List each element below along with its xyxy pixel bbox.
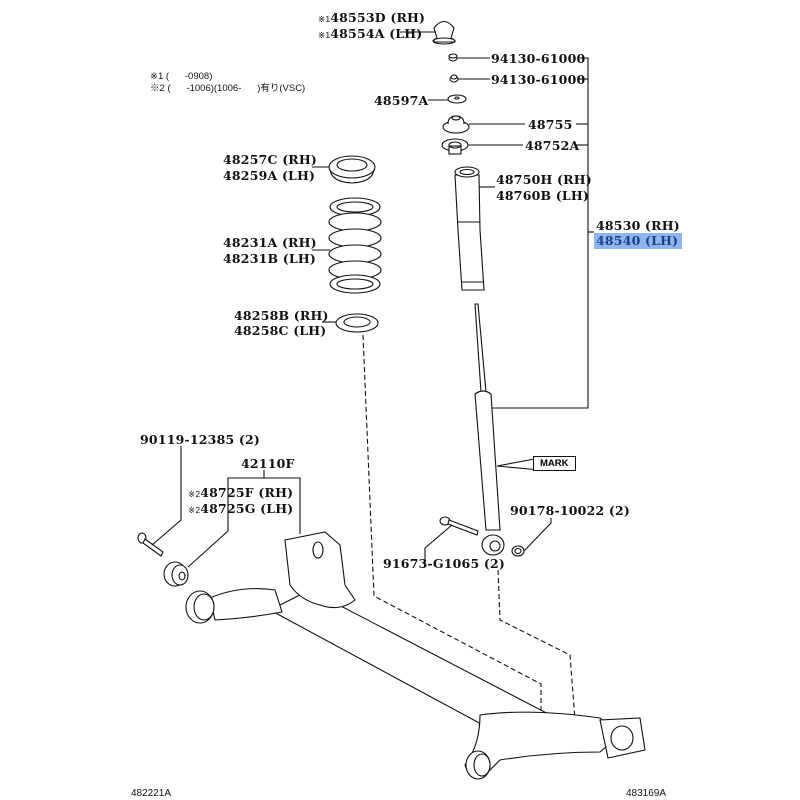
lower-bolt-drawing	[439, 516, 479, 536]
bushing-rh-label: ※248725F (RH)	[188, 485, 293, 502]
shock-absorber-rh-label[interactable]: 48530 (RH)	[596, 218, 680, 233]
leader-line	[496, 457, 541, 471]
washer-drawing	[447, 94, 467, 104]
legend-note-2: ※2 ( -1006)(1006- )有り(VSC)	[150, 83, 305, 95]
front-bolt-label[interactable]: 90119-12385 (2)	[140, 432, 261, 447]
note-mark: ※2	[188, 505, 201, 515]
leader-line	[151, 446, 182, 546]
lower-nut-drawing	[511, 545, 525, 557]
support-drawing	[442, 115, 470, 134]
lower-seat-drawing	[335, 313, 379, 333]
bump-stopper-lh-label: ※148554A (LH)	[318, 26, 422, 43]
lower-seat-rh-label[interactable]: 48258B (RH)	[234, 308, 329, 323]
part-number[interactable]: 48554A (LH)	[330, 26, 423, 41]
lower-bolt-label[interactable]: 91673-G1065 (2)	[383, 556, 506, 571]
mark-callout: MARK	[533, 456, 576, 471]
part-number[interactable]: 48725G (LH)	[200, 501, 294, 516]
shock-absorber-drawing	[474, 303, 505, 556]
part-number[interactable]: 48553D (RH)	[330, 10, 426, 25]
leader-line	[187, 484, 229, 568]
insulator-label[interactable]: 48752A	[525, 138, 580, 153]
nut-second-drawing	[449, 74, 459, 83]
nut-top-drawing	[448, 53, 458, 62]
note-symbol: ※1	[150, 71, 164, 82]
lower-nut-label[interactable]: 90178-10022 (2)	[510, 503, 631, 518]
lower-seat-lh-label[interactable]: 48258C (LH)	[234, 323, 327, 338]
nut-second-label[interactable]: 94130-61000	[491, 72, 586, 87]
axle-beam-drawing	[185, 531, 646, 780]
bushing-lh-label: ※248725G (LH)	[188, 501, 293, 518]
upper-seat-drawing	[328, 155, 376, 184]
coil-spring-drawing	[328, 197, 382, 294]
figure-code-left: 482221A	[131, 788, 172, 799]
leader-line	[523, 518, 552, 552]
leader-line	[424, 524, 453, 563]
axle-beam-label[interactable]: 42110F	[241, 456, 295, 471]
note-mark: ※2	[188, 489, 201, 499]
note-text: ( -1006)(1006- )有り(VSC)	[167, 83, 306, 94]
note-mark: ※1	[318, 30, 331, 40]
nut-top-label[interactable]: 94130-61000	[491, 51, 586, 66]
bushing-drawing	[163, 561, 189, 587]
support-label[interactable]: 48755	[528, 117, 573, 132]
note-mark: ※1	[318, 14, 331, 24]
note-text: ( -0908)	[165, 71, 213, 82]
washer-label[interactable]: 48597A	[374, 93, 429, 108]
coil-spring-rh-label[interactable]: 48231A (RH)	[223, 235, 317, 250]
assembly-bracket	[480, 57, 589, 409]
upper-seat-rh-label[interactable]: 48257C (RH)	[223, 152, 318, 167]
front-bolt-drawing	[137, 532, 164, 557]
bump-stopper-drawing	[432, 20, 456, 45]
bump-stopper-rh-label: ※148553D (RH)	[318, 10, 425, 27]
note-symbol: ※2	[150, 83, 165, 94]
coil-spring-lh-label[interactable]: 48231B (LH)	[223, 251, 317, 266]
dust-boot-rh-label[interactable]: 48750H (RH)	[496, 172, 592, 187]
figure-code-right: 483169A	[626, 788, 667, 799]
dust-boot-drawing	[454, 166, 485, 291]
insulator-drawing	[441, 138, 469, 155]
legend-note-1: ※1 ( -0908)	[150, 71, 212, 83]
part-number[interactable]: 48725F (RH)	[200, 485, 294, 500]
shock-absorber-lh-label-selected[interactable]: 48540 (LH)	[594, 233, 683, 249]
dashed-guide-lines	[362, 334, 576, 721]
dust-boot-lh-label[interactable]: 48760B (LH)	[496, 188, 590, 203]
upper-seat-lh-label[interactable]: 48259A (LH)	[223, 168, 316, 183]
